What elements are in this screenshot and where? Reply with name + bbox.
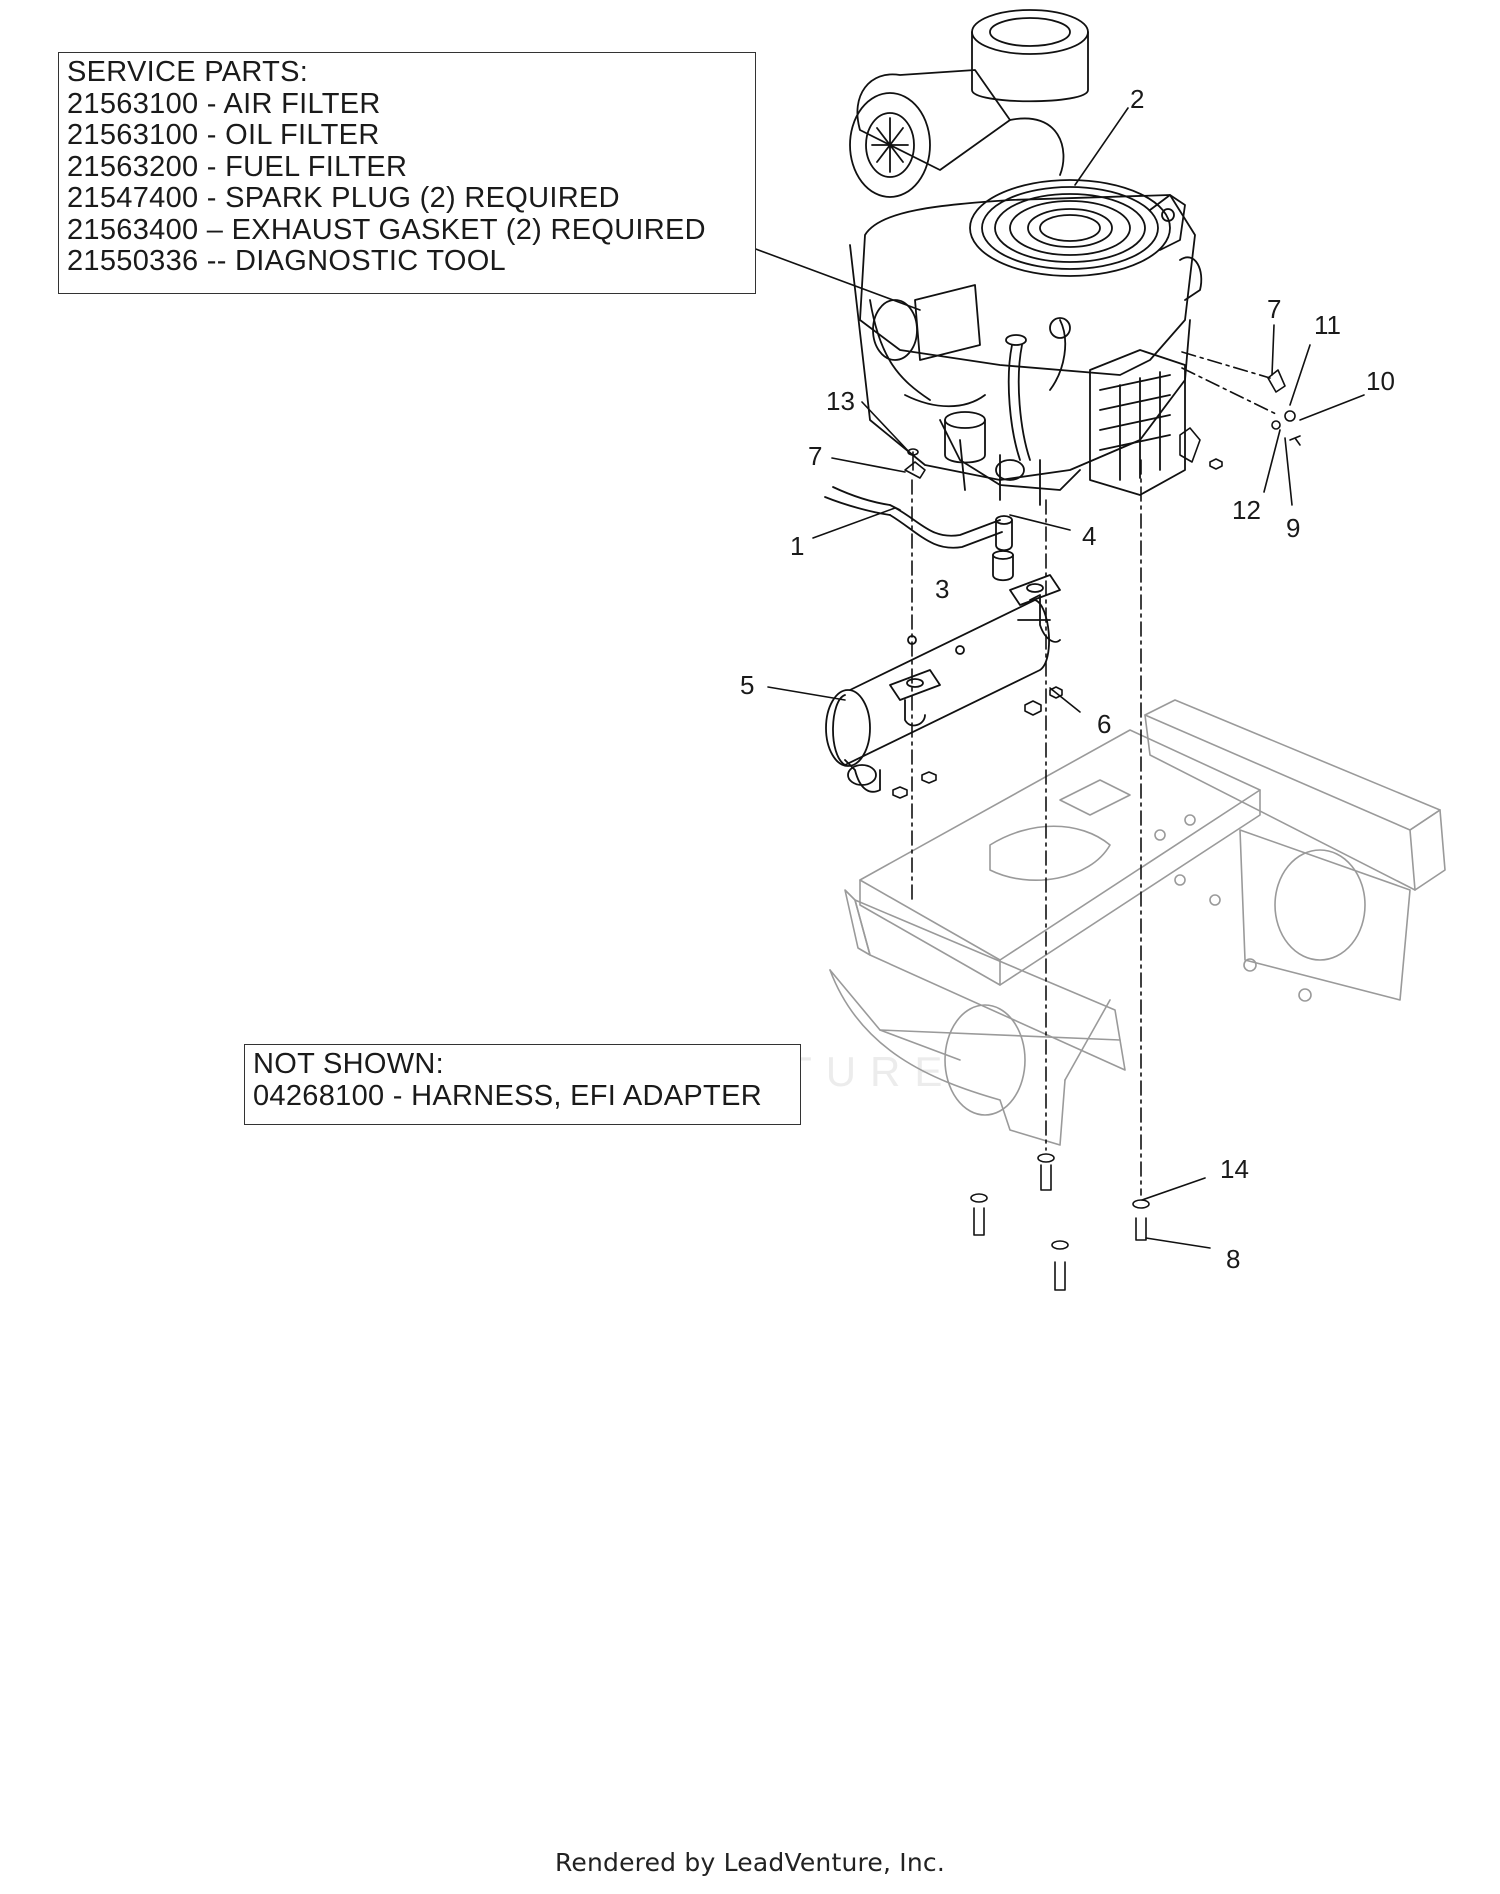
- callout-9: 9: [1286, 513, 1300, 543]
- service-part-line: 21547400 - SPARK PLUG (2) REQUIRED: [67, 182, 620, 214]
- not-shown-line: 04268100 - HARNESS, EFI ADAPTER: [253, 1079, 762, 1112]
- part-3-4-spacer: [992, 515, 1014, 582]
- engine-assembly: [849, 9, 1203, 506]
- callout-3: 3: [935, 574, 949, 604]
- part-5-muffler: [825, 574, 1061, 793]
- callout-2: 2: [1130, 84, 1144, 114]
- service-parts-heading: SERVICE PARTS:: [67, 56, 309, 88]
- callout-1: 1: [790, 531, 804, 561]
- part-1-hose: [824, 486, 1003, 549]
- service-part-line: 21550336 -- DIAGNOSTIC TOOL: [67, 245, 506, 277]
- callout-11: 11: [1314, 310, 1341, 340]
- not-shown-box: NOT SHOWN: 04268100 - HARNESS, EFI ADAPT…: [244, 1044, 801, 1125]
- callout-12: 12: [1232, 495, 1261, 525]
- chassis-frame: [829, 699, 1446, 1146]
- callout-13: 13: [826, 386, 855, 416]
- callout-14: 14: [1220, 1154, 1249, 1184]
- service-part-line: 21563400 – EXHAUST GASKET (2) REQUIRED: [67, 213, 706, 246]
- service-part-line: 21563100 - OIL FILTER: [67, 119, 380, 151]
- callout-7-right: 7: [1267, 294, 1281, 324]
- callout-6: 6: [1097, 709, 1111, 739]
- callout-8: 8: [1226, 1244, 1240, 1274]
- service-part-line: 21563100 - AIR FILTER: [67, 87, 381, 120]
- callout-10: 10: [1366, 366, 1395, 396]
- not-shown-heading: NOT SHOWN:: [253, 1048, 444, 1080]
- alignment-lines: [911, 351, 1277, 1196]
- service-part-line: 21563200 - FUEL FILTER: [67, 150, 408, 183]
- leader-lines: [752, 107, 1365, 1249]
- callout-7-left: 7: [808, 441, 822, 471]
- callout-4: 4: [1082, 521, 1096, 551]
- service-parts-box: SERVICE PARTS: 21563100 - AIR FILTER 215…: [58, 52, 756, 294]
- callout-5: 5: [740, 670, 754, 700]
- rendered-by-footer: Rendered by LeadVenture, Inc.: [554, 1848, 946, 1877]
- hardware-nuts: [892, 369, 1301, 1291]
